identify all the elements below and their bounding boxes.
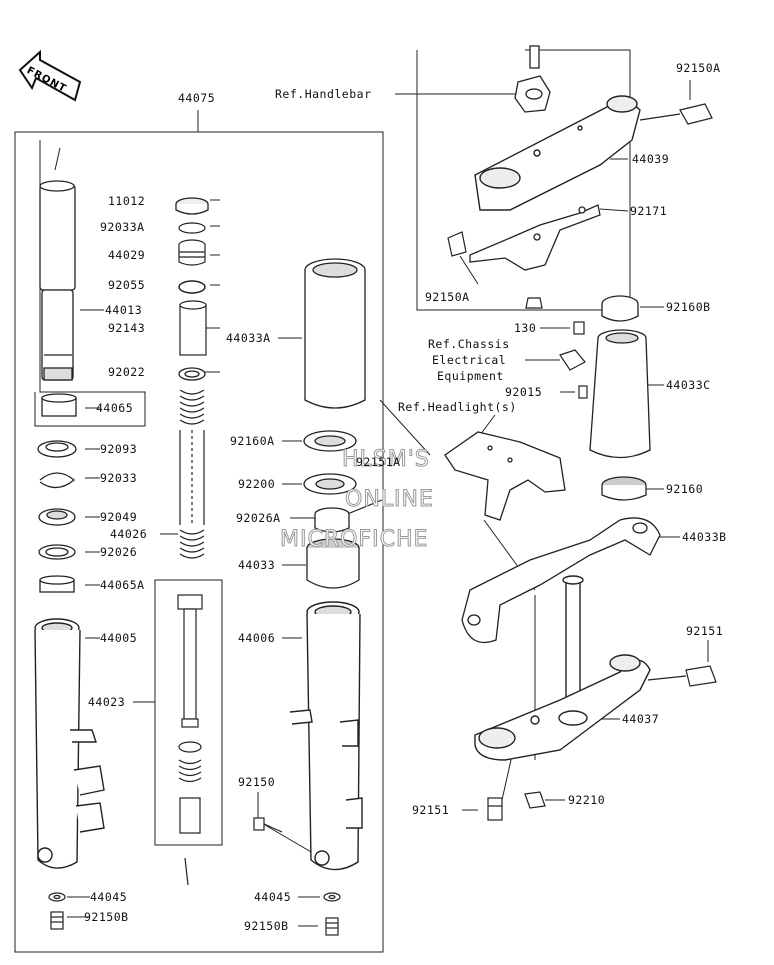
part-label-92200: 92200 xyxy=(238,477,276,491)
part-label-44039: 44039 xyxy=(632,152,670,166)
lower-bracket-44037 xyxy=(474,575,651,761)
oil-seal-92049 xyxy=(38,508,76,526)
cover-44033C xyxy=(589,329,651,459)
ref-handlebar-label: Ref.Handlebar xyxy=(275,87,372,101)
part-label-44013: 44013 xyxy=(105,303,143,317)
part-label-44037: 44037 xyxy=(622,712,660,726)
o-ring-92033A xyxy=(178,222,206,234)
part-label-44006: 44006 xyxy=(238,631,276,645)
cover-44033 xyxy=(306,538,360,589)
clip-92033 xyxy=(39,472,76,489)
bracket-44033B xyxy=(461,517,661,644)
part-label-92151-right: 92151 xyxy=(686,624,724,638)
ring-92160A xyxy=(303,430,357,452)
bolt-92151A xyxy=(344,499,383,516)
part-label-92150B-right: 92150B xyxy=(244,919,289,933)
part-label-92150B-left: 92150B xyxy=(84,910,129,924)
ring-92200 xyxy=(303,473,357,495)
bolt-92150B-right xyxy=(325,917,339,936)
part-label-44023: 44023 xyxy=(88,695,126,709)
part-label-92150A-top: 92150A xyxy=(676,61,721,75)
fork-assembly-box xyxy=(14,49,631,953)
part-label-92150A-bottom: 92150A xyxy=(425,290,470,304)
part-label-44005: 44005 xyxy=(100,631,138,645)
part-label-92022: 92022 xyxy=(108,365,146,379)
bolt-92150A-bottom xyxy=(447,231,467,257)
part-label-44026: 44026 xyxy=(110,527,148,541)
part-label-92160: 92160 xyxy=(666,482,704,496)
fork-tube-44013 xyxy=(39,180,76,381)
plug-44029 xyxy=(178,239,206,266)
ref-chassis-label-3: Equipment xyxy=(437,369,504,383)
cap-11012 xyxy=(175,197,209,215)
part-label-44065: 44065 xyxy=(96,401,134,415)
part-label-92093: 92093 xyxy=(100,442,138,456)
spring-44026 xyxy=(179,389,205,559)
bushing-44065A xyxy=(39,575,75,593)
part-label-92033: 92033 xyxy=(100,471,138,485)
part-label-130: 130 xyxy=(514,321,537,335)
part-label-44033A: 44033A xyxy=(226,331,271,345)
part-label-92151-bottom: 92151 xyxy=(412,803,450,817)
bracket-92171 xyxy=(469,204,601,271)
part-label-11012: 11012 xyxy=(108,194,146,208)
part-label-92026A: 92026A xyxy=(236,511,281,525)
ring-92160B xyxy=(601,295,639,322)
washer-92026 xyxy=(38,544,76,560)
holder-ref-handlebar xyxy=(514,45,551,113)
part-label-92150: 92150 xyxy=(238,775,276,789)
part-label-44029: 44029 xyxy=(108,248,146,262)
part-label-44033C: 44033C xyxy=(666,378,711,392)
part-label-92049: 92049 xyxy=(100,510,138,524)
spacer-92143 xyxy=(179,300,207,356)
bolt-92151-right xyxy=(647,665,717,687)
cover-44033A xyxy=(304,258,366,409)
ref-chassis-label-2: Electrical xyxy=(432,353,507,367)
part-label-44075: 44075 xyxy=(178,91,216,105)
part-label-44065A: 44065A xyxy=(100,578,145,592)
watermark-line-1: HLSM'S xyxy=(342,447,430,472)
nut-130 xyxy=(525,297,585,335)
ref-headlight-label: Ref.Headlight(s) xyxy=(398,400,517,414)
part-label-44033B: 44033B xyxy=(682,530,727,544)
washer-44045-left xyxy=(48,892,66,902)
part-label-92151A: 92151A xyxy=(356,455,401,469)
front-arrow-icon xyxy=(18,49,82,102)
bolt-92150A-top xyxy=(639,103,713,125)
upper-bracket-44039 xyxy=(474,95,641,211)
collar-92026A xyxy=(314,507,350,533)
o-ring-92055 xyxy=(178,280,206,294)
part-label-92033A: 92033A xyxy=(100,220,145,234)
outer-tube-44006 xyxy=(289,601,363,871)
part-label-92160B: 92160B xyxy=(666,300,711,314)
nut-92210 xyxy=(524,791,546,809)
part-label-44033: 44033 xyxy=(238,558,276,572)
bolt-92151-bottom xyxy=(487,797,503,821)
watermark-line-2: ONLINE xyxy=(345,487,434,512)
watermark-line-3: MICROFICHE xyxy=(279,527,429,552)
bolt-92150B-left xyxy=(50,911,64,930)
part-label-92171: 92171 xyxy=(630,204,668,218)
part-label-92015: 92015 xyxy=(505,385,543,399)
part-label-44045-right: 44045 xyxy=(254,890,292,904)
part-label-92026: 92026 xyxy=(100,545,138,559)
part-label-92143: 92143 xyxy=(108,321,146,335)
bolt-92150 xyxy=(253,817,283,833)
ref-chassis-label-1: Ref.Chassis xyxy=(428,337,510,351)
washer-44045-right xyxy=(323,892,341,902)
part-label-92055: 92055 xyxy=(108,278,146,292)
cylinder-44023 xyxy=(177,594,203,886)
part-label-44045-left: 44045 xyxy=(90,890,128,904)
outer-tube-44005 xyxy=(34,618,105,869)
part-label-92210: 92210 xyxy=(568,793,606,807)
ring-92160 xyxy=(601,476,647,501)
bracket-ref-chassis xyxy=(559,349,586,371)
screw-92015 xyxy=(578,385,588,399)
washer-92022 xyxy=(178,367,206,381)
bushing-44065 xyxy=(41,393,77,417)
headlight-bracket-ref xyxy=(444,431,566,521)
part-label-92160A: 92160A xyxy=(230,434,275,448)
dust-seal-92093 xyxy=(37,440,77,458)
